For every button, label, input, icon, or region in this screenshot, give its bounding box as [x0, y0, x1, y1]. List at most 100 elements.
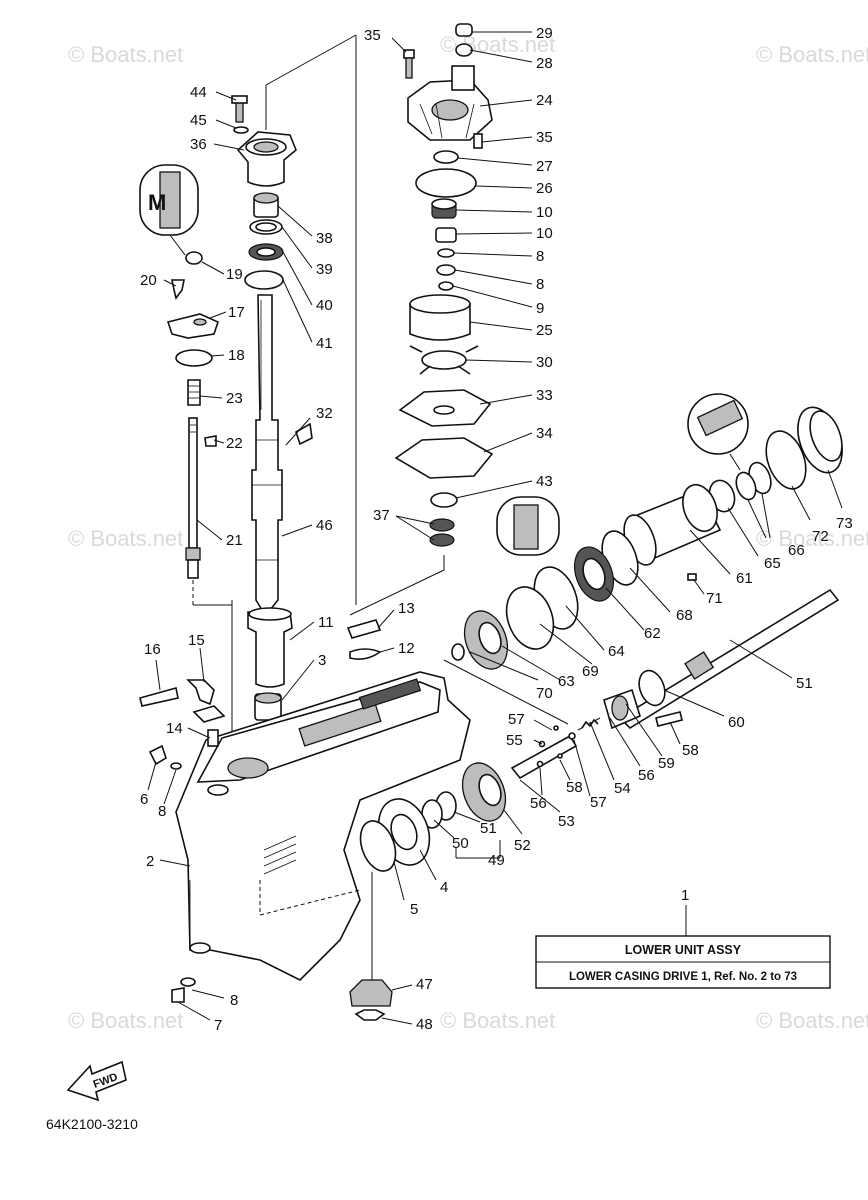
- callout-labels: 29 28 24 35 27 26 10 10 8 8 9 25 30 33 3…: [140, 25, 853, 1034]
- callout-58: 57: [508, 711, 525, 728]
- callout-43: 41: [316, 335, 333, 352]
- callout-50: 49: [488, 852, 505, 869]
- callout-4: 4: [440, 879, 448, 896]
- callout-56: 56: [530, 795, 547, 812]
- callout-24: 22: [226, 435, 243, 452]
- callout-33: 32: [316, 405, 333, 422]
- callout-38: 36: [190, 136, 207, 153]
- callout-25: 23: [226, 390, 243, 407]
- callout-66: 65: [764, 555, 781, 572]
- callout-52: 51: [796, 675, 813, 692]
- callout-37: 35: [364, 27, 381, 44]
- callout-8: 8: [230, 992, 238, 1009]
- watermark: © Boats.net: [756, 1008, 868, 1033]
- ref-number: 1: [681, 887, 689, 904]
- watermarks: © Boats.net © Boats.net © Boats.net © Bo…: [68, 32, 868, 1033]
- callout-57: 56: [638, 767, 655, 784]
- callout-41: 39: [316, 261, 333, 278]
- callout-8: 8: [158, 803, 166, 820]
- callout-54: 53: [558, 813, 575, 830]
- watermark: © Boats.net: [68, 1008, 183, 1033]
- svg-text:M: M: [148, 190, 166, 215]
- callout-57: 57: [590, 794, 607, 811]
- callout-14: 12: [398, 640, 415, 657]
- callout-21: 19: [226, 266, 243, 283]
- callout-61: 60: [728, 714, 745, 731]
- callout-7: 7: [214, 1017, 222, 1034]
- drive-shaft-group: [231, 85, 313, 740]
- leader-lines: [147, 31, 843, 1025]
- callout-6: 6: [140, 791, 148, 808]
- watermark: © Boats.net: [756, 526, 868, 551]
- watermark: © Boats.net: [756, 42, 868, 67]
- callout-64: 63: [558, 673, 575, 690]
- callout-35: 34: [536, 425, 553, 442]
- ref-box-subtitle: LOWER CASING DRIVE 1, Ref. No. 2 to 73: [569, 971, 797, 983]
- callout-56: 55: [506, 732, 523, 749]
- prop-shaft-group: [349, 393, 843, 1021]
- callout-46: 45: [190, 112, 207, 129]
- lower-casing: [175, 671, 471, 981]
- callout-10: 9: [536, 300, 544, 317]
- callout-48: 47: [416, 976, 433, 993]
- callout-36: 35: [536, 129, 553, 146]
- watermark: © Boats.net: [68, 526, 183, 551]
- callout-9: 8: [536, 276, 544, 293]
- callout-11: 10: [536, 204, 553, 221]
- callout-10: 8: [536, 248, 544, 265]
- shift-rod-group: M: [139, 164, 232, 606]
- casing-fasteners: [139, 679, 226, 1003]
- forward-arrow-icon: FWD: [66, 1060, 127, 1102]
- callout-67: 66: [788, 542, 805, 559]
- callout-58: 58: [566, 779, 583, 796]
- callout-29: 27: [536, 158, 553, 175]
- callout-51: 51: [480, 820, 497, 837]
- callout-30: 28: [536, 55, 553, 72]
- callout-51: 50: [452, 835, 469, 852]
- callout-63: 62: [644, 625, 661, 642]
- callout-19: 17: [228, 304, 245, 321]
- callout-20: 18: [228, 347, 245, 364]
- callout-68: 68: [676, 607, 693, 624]
- callout-32: 30: [536, 354, 553, 371]
- callout-60: 59: [658, 755, 675, 772]
- water-pump-group: [265, 23, 560, 660]
- callout-12: 10: [536, 225, 553, 242]
- watermark: © Boats.net: [440, 1008, 555, 1033]
- callout-15: 13: [398, 600, 415, 617]
- callout-73: 73: [836, 515, 853, 532]
- callout-59: 58: [682, 742, 699, 759]
- callout-17: 15: [188, 632, 205, 649]
- callout-40: 38: [316, 230, 333, 247]
- callout-3: 3: [318, 652, 326, 669]
- callout-5: 5: [410, 901, 418, 918]
- callout-31: 29: [536, 25, 553, 42]
- callout-2: 2: [146, 853, 154, 870]
- callout-70: 70: [536, 685, 553, 702]
- callout-71: 71: [706, 590, 723, 607]
- callout-65: 64: [608, 643, 625, 660]
- callout-23: 21: [226, 532, 243, 549]
- callout-47: 46: [316, 517, 333, 534]
- callout-27: 25: [536, 322, 553, 339]
- callout-26: 24: [536, 92, 553, 109]
- ref-box-title: LOWER UNIT ASSY: [625, 943, 742, 957]
- callout-18: 16: [144, 641, 161, 658]
- diagram-code: 64K2100-3210: [46, 1116, 138, 1132]
- callout-45: 44: [190, 84, 207, 101]
- callout-62: 61: [736, 570, 753, 587]
- callout-55: 54: [614, 780, 631, 797]
- watermark: © Boats.net: [68, 42, 183, 67]
- callout-16: 14: [166, 720, 183, 737]
- callout-39: 37: [373, 507, 390, 524]
- callout-22: 20: [140, 272, 157, 289]
- callout-44: 43: [536, 473, 553, 490]
- callout-49: 48: [416, 1016, 433, 1033]
- callout-53: 52: [514, 837, 531, 854]
- callout-42: 40: [316, 297, 333, 314]
- callout-13: 11: [318, 614, 334, 631]
- callout-69: 69: [582, 663, 599, 680]
- reference-box: 1 LOWER UNIT ASSY LOWER CASING DRIVE 1, …: [535, 887, 831, 989]
- callout-34: 33: [536, 387, 553, 404]
